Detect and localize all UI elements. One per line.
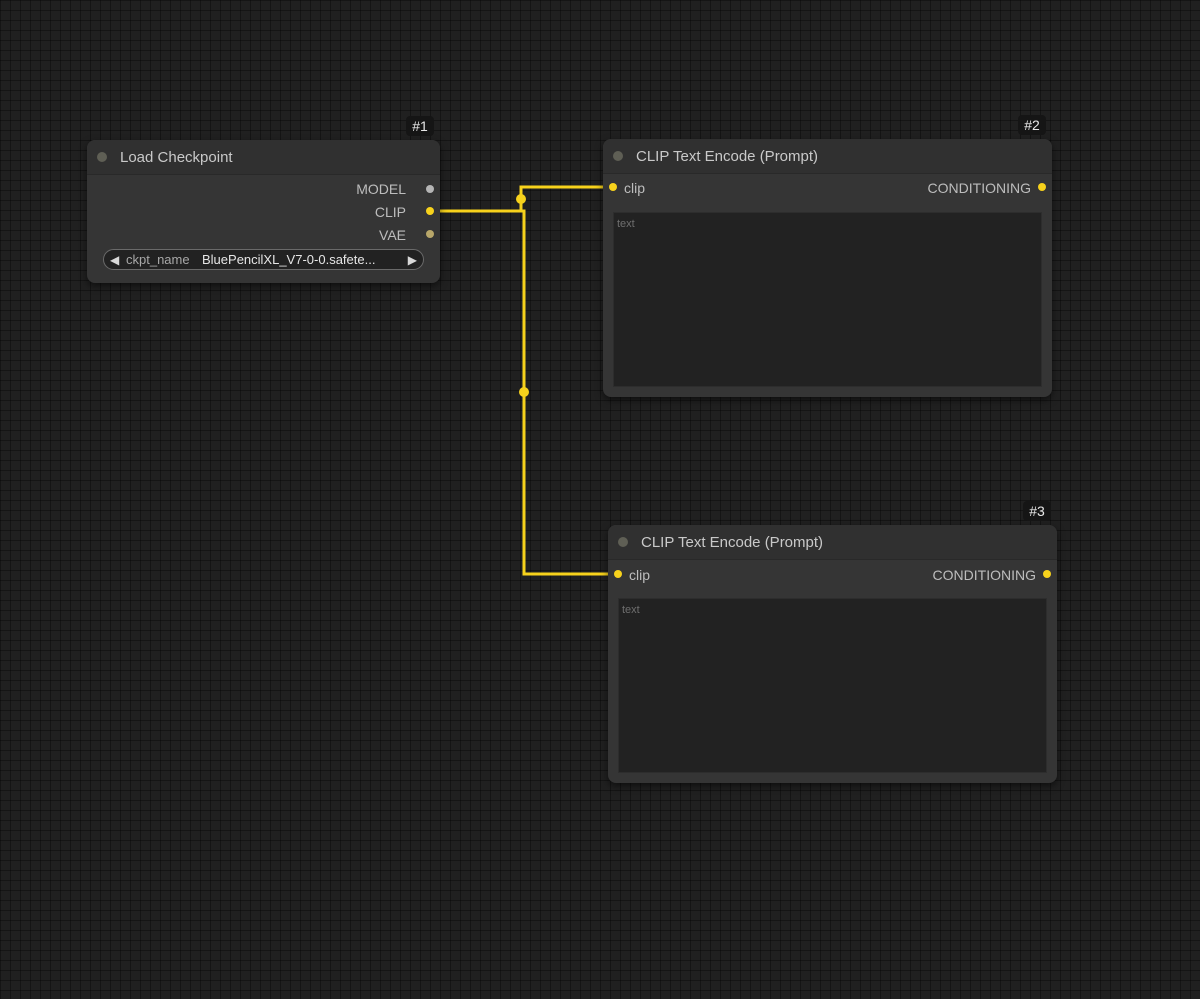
ckpt-name-combo[interactable]: ◀ ckpt_name BluePencilXL_V7-0-0.safete..… <box>103 249 424 270</box>
output-label-model: MODEL <box>356 181 406 197</box>
node-title-bar[interactable]: CLIP Text Encode (Prompt) <box>603 139 1052 174</box>
link-midpoint-dot[interactable] <box>516 194 526 204</box>
node-title: Load Checkpoint <box>120 149 233 166</box>
input-slot-clip[interactable]: clip <box>624 180 645 196</box>
clip-text-encode-node-3[interactable]: #3 CLIP Text Encode (Prompt) clip CONDIT… <box>608 501 1057 783</box>
output-dot-conditioning-icon[interactable] <box>1043 570 1051 578</box>
output-label-conditioning: CONDITIONING <box>932 567 1036 583</box>
output-label-vae: VAE <box>379 227 406 243</box>
collapse-dot-icon[interactable] <box>613 151 623 161</box>
output-dot-vae-icon[interactable] <box>426 230 434 238</box>
collapse-dot-icon[interactable] <box>618 537 628 547</box>
load-checkpoint-node[interactable]: #1 Load Checkpoint MODEL CLIP VAE ◀ ckpt… <box>87 116 440 283</box>
node-title-bar[interactable]: Load Checkpoint <box>87 140 440 175</box>
input-dot-clip-icon[interactable] <box>609 183 617 191</box>
combo-next-arrow-icon[interactable]: ▶ <box>407 253 417 267</box>
combo-value[interactable]: BluePencilXL_V7-0-0.safete... <box>202 252 376 267</box>
link-clip-to-encode-2[interactable] <box>430 185 613 213</box>
node-title: CLIP Text Encode (Prompt) <box>641 534 824 551</box>
input-slot-clip[interactable]: clip <box>629 567 650 583</box>
text-placeholder: text <box>617 218 635 230</box>
output-dot-clip-icon[interactable] <box>426 207 434 215</box>
combo-label: ckpt_name <box>126 252 190 267</box>
text-prompt-input[interactable]: text <box>613 212 1042 387</box>
combo-prev-arrow-icon[interactable]: ◀ <box>110 253 120 267</box>
collapse-dot-icon[interactable] <box>97 152 107 162</box>
output-label-conditioning: CONDITIONING <box>927 180 1031 196</box>
output-slot-conditioning[interactable]: CONDITIONING <box>933 567 1036 583</box>
node-id-badge: #3 <box>1023 501 1051 521</box>
link-clip-to-encode-3[interactable] <box>430 209 618 576</box>
output-label-clip: CLIP <box>374 204 406 220</box>
link-midpoint-dot[interactable] <box>519 387 529 397</box>
output-slot-model[interactable]: MODEL <box>356 181 406 197</box>
input-label-clip: clip <box>629 567 651 583</box>
output-dot-model-icon[interactable] <box>426 185 434 193</box>
output-dot-conditioning-icon[interactable] <box>1038 183 1046 191</box>
text-prompt-input[interactable]: text <box>618 598 1047 773</box>
node-title: CLIP Text Encode (Prompt) <box>636 148 819 165</box>
input-label-clip: clip <box>624 180 646 196</box>
node-title-bar[interactable]: CLIP Text Encode (Prompt) <box>608 525 1057 560</box>
output-slot-vae[interactable]: VAE <box>379 227 406 243</box>
text-placeholder: text <box>622 604 640 616</box>
output-slot-conditioning[interactable]: CONDITIONING <box>928 180 1031 196</box>
output-slot-clip[interactable]: CLIP <box>375 204 406 220</box>
clip-text-encode-node-2[interactable]: #2 CLIP Text Encode (Prompt) clip CONDIT… <box>603 115 1052 397</box>
node-id-badge: #1 <box>406 116 434 136</box>
node-id-badge: #2 <box>1018 115 1046 135</box>
input-dot-clip-icon[interactable] <box>614 570 622 578</box>
